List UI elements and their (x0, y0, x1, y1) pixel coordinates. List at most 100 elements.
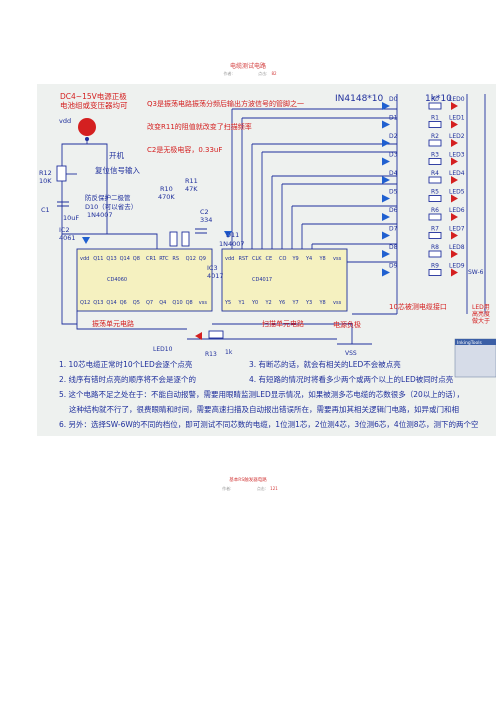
related-article-title[interactable]: 基本RS触发器电路 (229, 478, 267, 483)
document-title: 电缆测试电路 (229, 63, 266, 70)
diode-label: D8 (389, 244, 398, 251)
resistor-label: R5 (431, 189, 439, 196)
resistor-icon (428, 269, 442, 276)
led-icon (451, 120, 458, 129)
led-icon (451, 102, 458, 110)
chip-pin-label: vss (333, 300, 342, 306)
c1-value: 10uF (63, 214, 79, 222)
chip-pin-label: Q7 (146, 300, 153, 306)
led-icon (451, 213, 458, 221)
chip-pin-label: Q13 (106, 256, 116, 262)
led-label: LED1 (449, 115, 465, 122)
led10-label: LED10 (153, 346, 173, 353)
diode-icon (382, 176, 390, 184)
chip-pin-label: Y1 (238, 300, 245, 306)
led-label: LED6 (449, 207, 465, 214)
resistor-icon (428, 232, 442, 239)
chip-pin-label: Y8 (319, 300, 326, 306)
note-5b: 这种结构就不行了，很费眼睛和时间，需要高速扫描及自动报出错误所在，需要再加其相关… (69, 404, 459, 414)
led-icon (451, 250, 458, 258)
ic2-label: IC2 (59, 226, 70, 234)
diode-icon (382, 157, 390, 166)
resistor-label: R9 (431, 263, 439, 270)
diode-icon (382, 120, 390, 129)
ic3-type: 4017 (207, 272, 224, 280)
diode-label: D5 (389, 189, 398, 196)
toolbar-title: InkingTools (457, 340, 482, 346)
r11-value: 47K (185, 185, 198, 193)
led-label: LED5 (449, 189, 465, 196)
r12-value: 10K (39, 177, 52, 185)
cable-port-label: 10芯被测电缆接口 (389, 302, 447, 311)
power-unit-label: 电源负极 (333, 320, 361, 329)
ic2-type: 4061 (59, 234, 76, 242)
note-r11: 改变R11的阻值就改变了扫描频率 (147, 122, 252, 131)
led-note-2: 高亮度 (472, 310, 490, 318)
resistor-icon (428, 102, 442, 110)
note-6: 6. 另外：选择SW-6W的不同的档位，即可测试不同芯数的电缆，1位测1芯，2位… (59, 419, 478, 429)
chip-pin-label: Q11 (93, 256, 103, 262)
chip-pin-label: vdd (225, 256, 234, 262)
chip-pin-label: CE (266, 256, 273, 262)
c1-label: C1 (41, 206, 50, 214)
diode-icon (382, 102, 390, 110)
resistor-icon (428, 176, 442, 184)
document-meta: 作者: 点击:82 (0, 71, 496, 77)
resistor-icon (428, 250, 442, 258)
chip-pin-label: Y3 (305, 300, 312, 306)
diode-label: D6 (389, 207, 398, 214)
diode-icon (382, 139, 390, 147)
related-article-meta: 作者: 点击:121 (0, 486, 496, 492)
led-icon (451, 157, 458, 166)
power-note-2: 电池组或变压器均可 (60, 100, 128, 110)
led-note-1: LED用 (472, 304, 490, 311)
chip-pin-label: Q13 (93, 300, 103, 306)
chip1-name: CD4060 (107, 277, 127, 283)
chip-pin-label: vss (333, 256, 342, 262)
diode-label: D3 (389, 152, 398, 159)
chip-pin-label: Q5 (133, 300, 140, 306)
chip2-name: CD4017 (252, 277, 272, 283)
chip-pin-label: Y2 (265, 300, 272, 306)
chip-pin-label: CLK (252, 256, 262, 262)
chip-pin-label: Y0 (251, 300, 258, 306)
diode-label: D0 (389, 96, 398, 103)
r12-label: R12 (39, 169, 52, 177)
diode-label: D9 (389, 263, 398, 270)
led-icon (451, 194, 458, 203)
chip-pin-label: vss (199, 300, 208, 306)
chip-pin-label: vdd (80, 256, 89, 262)
led-note-3: 做大于 (472, 317, 490, 325)
chip-pin-label: Y4 (305, 256, 312, 262)
chip-pin-label: Y7 (292, 300, 299, 306)
d10-label-2: D10（可以省去） (85, 202, 137, 211)
diode-icon (382, 194, 390, 203)
note-3: 3. 有断芯的话，就会有相关的LED不会被点亮 (249, 359, 401, 369)
led-label: LED3 (449, 152, 465, 159)
vss-label: VSS (345, 350, 357, 357)
resistor-label: R7 (431, 226, 439, 233)
chip-pin-label: CO (279, 256, 286, 262)
r10-value: 470K (158, 193, 175, 201)
led-label: LED8 (449, 244, 465, 251)
note-2: 2. 线序有错时点亮的顺序将不会是逐个的 (59, 374, 196, 384)
resistor-icon (428, 195, 442, 202)
diode-icon (382, 268, 390, 277)
chip-pin-label: Y5 (224, 300, 231, 306)
resistor-icon (428, 158, 442, 165)
d11-label: D11 (226, 231, 239, 239)
osc-unit-label: 振荡单元电路 (92, 319, 134, 328)
chip-pin-label: Q12 (186, 256, 196, 262)
chip-pin-label: Q4 (159, 300, 166, 306)
chip-pin-label: RS (172, 256, 179, 262)
scan-unit-label: 扫描单元电路 (262, 319, 304, 328)
click-count-2: 点击:121 (256, 486, 278, 491)
resistor-array-label: 1k*10 (425, 94, 452, 104)
chip-pin-label: CR1 (146, 256, 156, 262)
chip-pin-label: Y8 (319, 256, 326, 262)
chip-pin-label: Q10 (172, 300, 182, 306)
power-switch-icon (78, 118, 96, 136)
diode-icon (382, 213, 390, 221)
led-label: LED0 (449, 96, 465, 103)
c2-label: C2 (200, 208, 209, 216)
